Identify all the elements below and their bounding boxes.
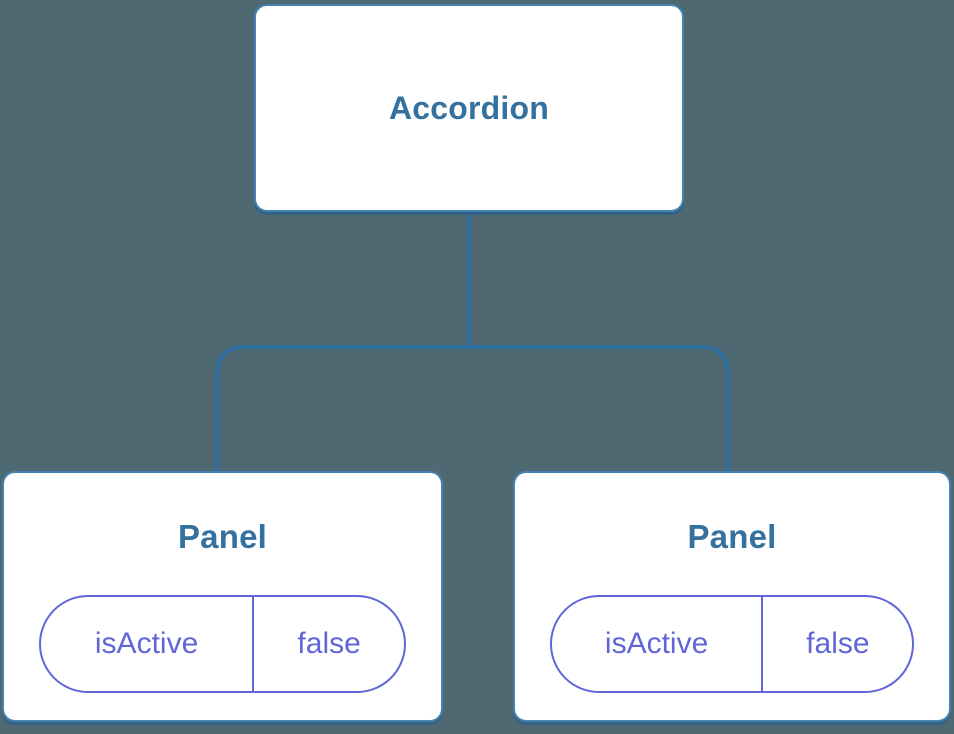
state-key-label: isActive xyxy=(94,627,199,660)
accordion-node-label: Accordion xyxy=(388,89,550,126)
state-pill: isActive false xyxy=(549,595,915,693)
state-key-label: isActive xyxy=(604,627,709,660)
node-panel-left: Panel isActive false xyxy=(2,471,443,722)
state-value-label: false xyxy=(252,597,404,691)
state-pill: isActive false xyxy=(38,595,407,693)
state-value-label: false xyxy=(761,597,912,691)
panel-node-label: Panel xyxy=(687,518,777,555)
node-accordion: Accordion xyxy=(254,4,684,212)
branch-line xyxy=(215,345,730,471)
panel-node-label: Panel xyxy=(177,518,268,555)
node-panel-right: Panel isActive false xyxy=(513,471,951,722)
